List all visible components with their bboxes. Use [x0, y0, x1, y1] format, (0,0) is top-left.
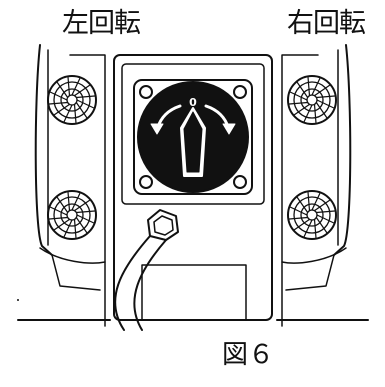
vent-grill [287, 190, 337, 240]
machine-body-outline [17, 44, 369, 327]
vent-grill [287, 75, 337, 125]
left-rotation-label: 左回転 [62, 8, 141, 39]
cable-gland [147, 209, 179, 241]
rotary-switch[interactable] [137, 81, 249, 193]
speaker-grills [47, 75, 337, 240]
vent-grill [47, 75, 97, 125]
switch-zero-mark: 0 [189, 96, 197, 109]
control-panel-frame [113, 54, 273, 321]
figure-caption: 図６ [222, 340, 275, 370]
cable [114, 235, 167, 331]
vent-grill [47, 190, 97, 240]
right-rotation-label: 右回転 [287, 8, 366, 39]
